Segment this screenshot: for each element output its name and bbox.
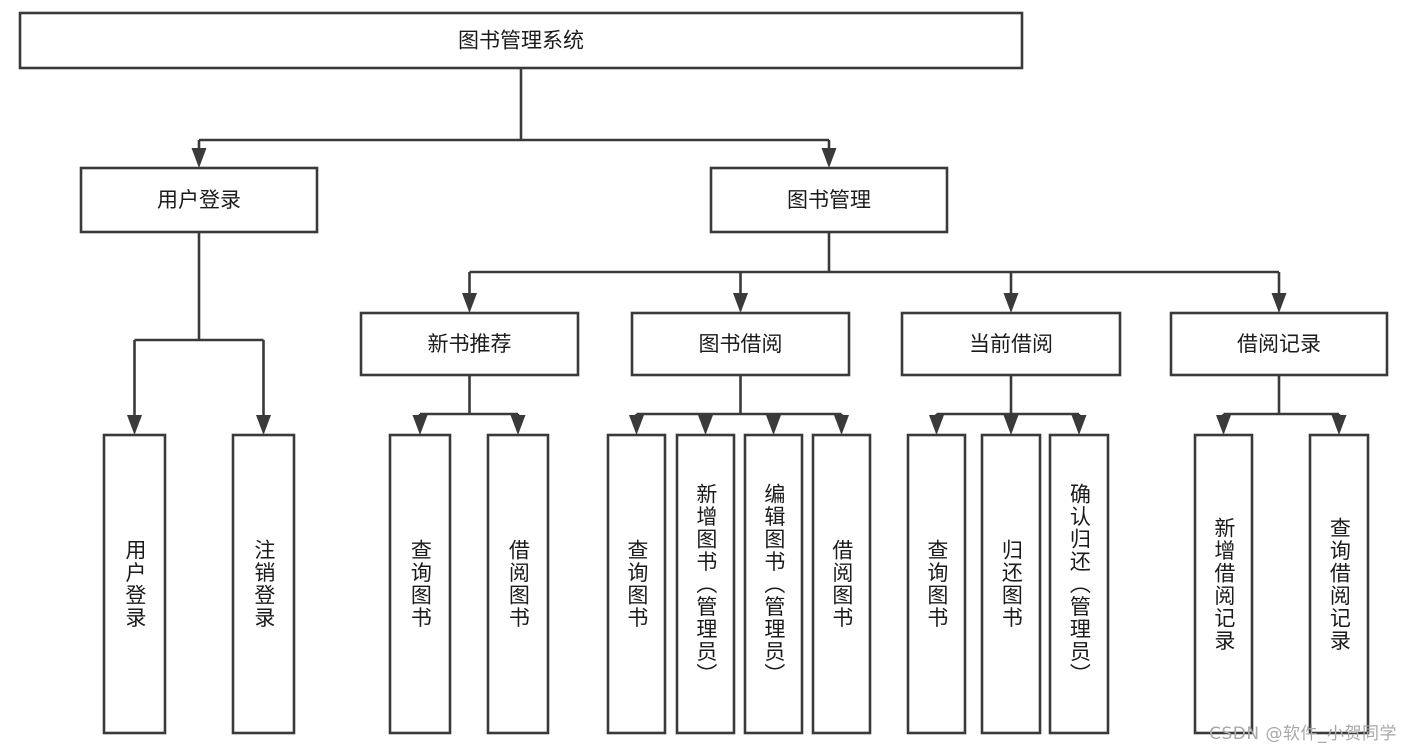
arrow-head-root-0 [191,148,207,168]
node-label-用户登录-l2: 用户登录 [157,188,241,212]
arrow-head-mgmt-2 [1003,293,1019,313]
arrow-head-l3-1-0 [629,415,644,435]
arrow-head-l3-1-1 [698,415,713,435]
node-box-leaf-借阅图书-1-3[interactable] [811,433,872,735]
node-box-图书借阅-l3[interactable] [630,311,851,377]
arrow-head-l3-3-1 [1331,415,1347,435]
node-box-leaf-查询图书-1-0[interactable] [606,433,667,735]
node-box-leaf-查询图书-0-0[interactable] [388,433,452,735]
watermark-credit: CSDN @软件_小贺同学 [1209,724,1397,744]
node-box-layer [18,11,1389,735]
arrow-head-l3-2-0 [929,415,944,435]
arrow-head-l2-0-0 [127,415,142,435]
node-box-当前借阅-l3[interactable] [900,311,1122,377]
arrow-head-l3-0-0 [412,415,428,435]
node-label-借阅记录-l3: 借阅记录 [1237,332,1321,356]
arrow-head-mgmt-1 [733,293,748,313]
node-box-root[interactable] [18,11,1024,70]
arrow-head-l3-2-2 [1071,415,1087,435]
arrow-head-l2-0-1 [256,415,271,435]
node-box-leaf-查询图书-2-0[interactable] [906,433,967,735]
node-box-leaf-查询借阅记录-3-1[interactable] [1308,433,1370,735]
node-box-leaf-用户登录[interactable] [102,433,167,735]
node-box-leaf-借阅图书-0-1[interactable] [486,433,550,735]
node-box-图书管理-l2[interactable] [709,166,949,234]
arrow-head-l3-2-1 [1003,415,1019,435]
node-box-leaf-注销登录[interactable] [231,433,296,735]
node-label-当前借阅-l3: 当前借阅 [969,332,1053,356]
node-box-leaf-新增图书管理员-1-1[interactable] [675,433,736,735]
node-box-用户登录-l2[interactable] [79,166,319,234]
node-label-新书推荐-l3: 新书推荐 [428,332,512,356]
node-label-root: 图书管理系统 [458,29,584,53]
node-box-leaf-归还图书-2-1[interactable] [980,433,1042,735]
arrow-head-mgmt-3 [1271,293,1287,313]
node-box-leaf-确认归还管理员-2-2[interactable] [1048,433,1110,735]
node-label-图书借阅-l3: 图书借阅 [699,332,783,356]
arrow-head-l3-1-3 [834,415,849,435]
node-label-图书管理-l2: 图书管理 [787,188,871,212]
arrow-head-l3-0-1 [510,415,526,435]
node-box-leaf-编辑图书管理员-1-2[interactable] [743,433,804,735]
node-box-新书推荐-l3[interactable] [359,311,580,377]
node-box-借阅记录-l3[interactable] [1169,311,1389,377]
arrow-head-l3-3-0 [1216,415,1231,435]
connector-layer [127,68,1347,435]
arrow-head-root-1 [821,148,837,168]
arrow-head-l3-1-2 [766,415,781,435]
arrow-head-mgmt-0 [462,293,477,313]
node-box-leaf-新增借阅记录-3-0[interactable] [1193,433,1254,735]
